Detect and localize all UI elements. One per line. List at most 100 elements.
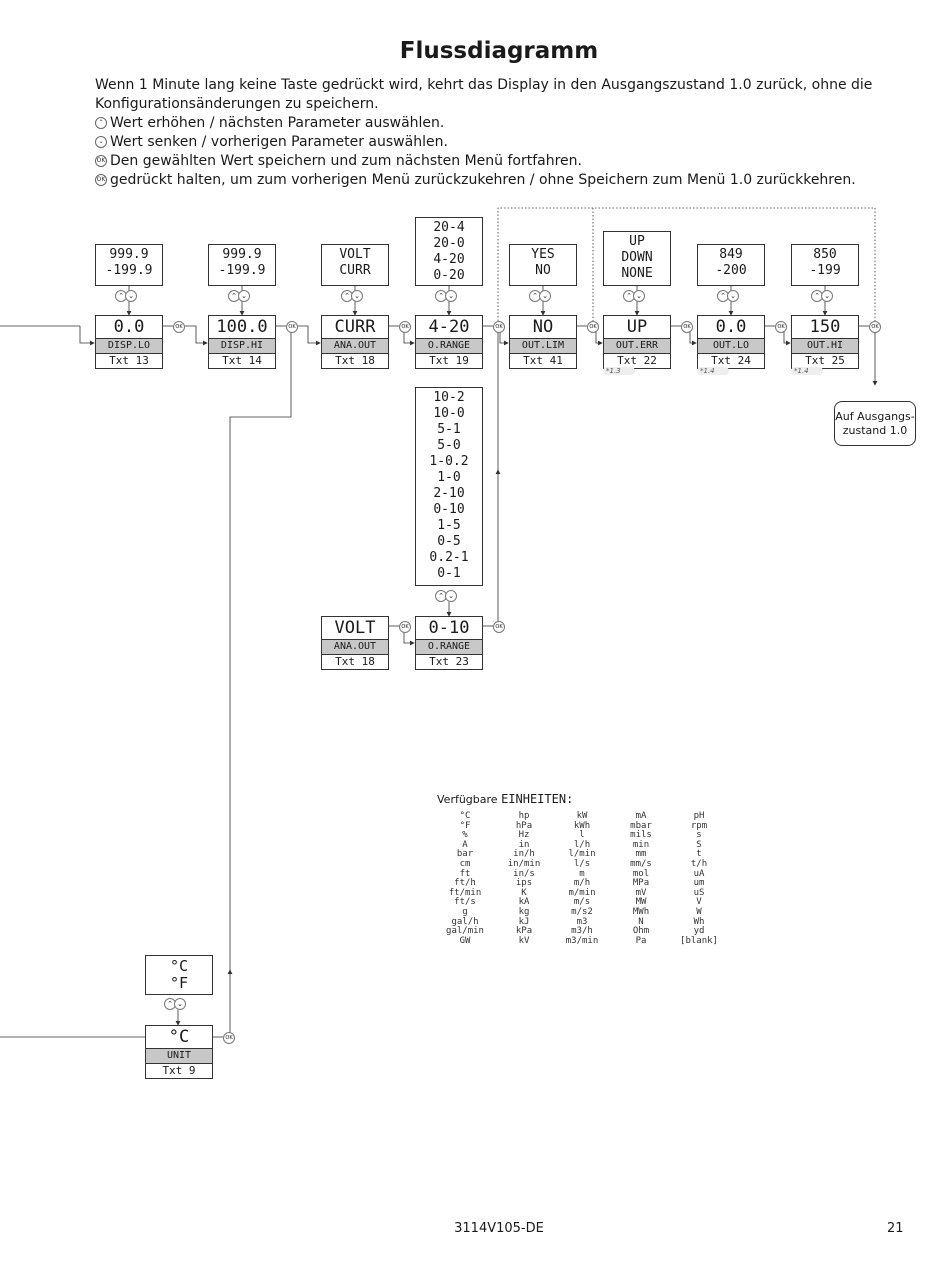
option-value: 5-0 bbox=[437, 438, 461, 453]
page-number: 21 bbox=[887, 1221, 904, 1236]
ok-button-icon[interactable]: OK bbox=[775, 321, 787, 333]
note-out-err: *1.3 bbox=[603, 367, 635, 375]
unit-item: m/min bbox=[568, 887, 596, 898]
display-o-range-volt: 0-10 O.RANGE Txt 23 bbox=[415, 616, 483, 670]
unit-item: in/min bbox=[507, 858, 541, 869]
option-value: NO bbox=[535, 263, 551, 278]
display-value: UP bbox=[603, 315, 671, 338]
display-value: 0-10 bbox=[415, 616, 483, 639]
display-txt: Txt 24 bbox=[697, 353, 765, 369]
option-value: 1-0 bbox=[437, 470, 461, 485]
unit-item: mm bbox=[635, 849, 647, 860]
down-arrow-button-icon[interactable]: ⌄ bbox=[727, 290, 739, 302]
unit-item: ft/h bbox=[454, 878, 476, 889]
ok-button-icon[interactable]: OK bbox=[286, 321, 298, 333]
ok-button-icon[interactable]: OK bbox=[493, 321, 505, 333]
intro-line-3: Wert erhöhen / nächsten Parameter auswäh… bbox=[110, 115, 445, 131]
option-value: VOLT bbox=[339, 247, 371, 262]
option-value: 5-1 bbox=[437, 422, 461, 437]
display-txt: Txt 41 bbox=[509, 353, 577, 369]
option-value: NONE bbox=[621, 266, 653, 281]
up-down-buttons[interactable]: ⌃⌄ bbox=[717, 290, 739, 302]
unit-item: mV bbox=[635, 887, 647, 898]
display-txt: Txt 14 bbox=[208, 353, 276, 369]
unit-item: °F bbox=[459, 820, 471, 831]
option-value: 999.9 bbox=[109, 247, 149, 262]
down-arrow-button-icon[interactable]: ⌄ bbox=[125, 290, 137, 302]
options-o-range-volt: 10-2 10-0 5-1 5-0 1-0.2 1-0 2-10 0-10 1-… bbox=[415, 387, 483, 586]
up-down-buttons[interactable]: ⌃⌄ bbox=[164, 998, 186, 1010]
unit-item: kPa bbox=[515, 926, 533, 937]
display-name: OUT.HI bbox=[791, 338, 859, 353]
down-arrow-button-icon[interactable]: ⌄ bbox=[539, 290, 551, 302]
note-out-hi: *1.4 bbox=[791, 367, 823, 375]
options-out-hi: 850 -199 bbox=[791, 244, 859, 286]
unit-item: in bbox=[518, 839, 530, 850]
down-arrow-button-icon[interactable]: ⌄ bbox=[351, 290, 363, 302]
down-arrow-button-icon[interactable]: ⌄ bbox=[445, 290, 457, 302]
display-txt: Txt 18 bbox=[321, 353, 389, 369]
up-down-buttons[interactable]: ⌃⌄ bbox=[435, 590, 457, 602]
ok-button-icon[interactable]: OK bbox=[587, 321, 599, 333]
option-value: 0-5 bbox=[437, 534, 461, 549]
unit-item: m/s2 bbox=[571, 906, 593, 917]
up-down-buttons[interactable]: ⌃⌄ bbox=[623, 290, 645, 302]
unit-item: um bbox=[693, 878, 705, 889]
down-arrow-button-icon[interactable]: ⌄ bbox=[633, 290, 645, 302]
down-arrow-button-icon[interactable]: ⌄ bbox=[174, 998, 186, 1010]
up-down-buttons[interactable]: ⌃⌄ bbox=[811, 290, 833, 302]
up-down-buttons[interactable]: ⌃⌄ bbox=[435, 290, 457, 302]
display-name: DISP.HI bbox=[208, 338, 276, 353]
option-value: 20-4 bbox=[433, 220, 465, 235]
up-down-buttons[interactable]: ⌃⌄ bbox=[228, 290, 250, 302]
unit-item: °C bbox=[459, 811, 471, 821]
unit-item: mils bbox=[630, 830, 652, 841]
unit-item: V bbox=[696, 897, 702, 908]
options-out-lim: YES NO bbox=[509, 244, 577, 286]
unit-item: kWh bbox=[573, 820, 591, 831]
option-value: 10-0 bbox=[433, 406, 465, 421]
ok-button-icon[interactable]: OK bbox=[869, 321, 881, 333]
display-txt: Txt 23 bbox=[415, 654, 483, 670]
options-disp-lo: 999.9 -199.9 bbox=[95, 244, 163, 286]
unit-item: uS bbox=[693, 887, 705, 898]
unit-item: g bbox=[462, 906, 468, 917]
unit-item: mA bbox=[635, 811, 647, 821]
ok-button-icon: OK bbox=[95, 155, 107, 167]
up-arrow-button-icon[interactable]: ⌃ bbox=[435, 290, 447, 302]
unit-item: mbar bbox=[630, 820, 652, 831]
unit-item: cm bbox=[459, 858, 471, 869]
display-value: VOLT bbox=[321, 616, 389, 639]
option-value: 849 bbox=[719, 247, 743, 262]
ok-button-icon[interactable]: OK bbox=[223, 1032, 235, 1044]
display-value: 0.0 bbox=[697, 315, 765, 338]
ok-button-icon[interactable]: OK bbox=[399, 621, 411, 633]
options-out-err: UP DOWN NONE bbox=[603, 231, 671, 286]
ok-button-icon[interactable]: OK bbox=[399, 321, 411, 333]
unit-item: Ohm bbox=[632, 926, 650, 937]
options-ana-out: VOLT CURR bbox=[321, 244, 389, 286]
ok-button-icon[interactable]: OK bbox=[493, 621, 505, 633]
options-out-lo: 849 -200 bbox=[697, 244, 765, 286]
unit-item: ft/min bbox=[448, 887, 482, 898]
up-down-buttons[interactable]: ⌃⌄ bbox=[115, 290, 137, 302]
ok-button-icon[interactable]: OK bbox=[681, 321, 693, 333]
up-down-buttons[interactable]: ⌃⌄ bbox=[529, 290, 551, 302]
display-name: DISP.LO bbox=[95, 338, 163, 353]
option-value: 20-0 bbox=[433, 236, 465, 251]
display-txt: Txt 9 bbox=[145, 1063, 213, 1079]
display-value: 150 bbox=[791, 315, 859, 338]
down-arrow-button-icon[interactable]: ⌄ bbox=[238, 290, 250, 302]
unit-item: min bbox=[632, 839, 650, 850]
ok-button-icon[interactable]: OK bbox=[173, 321, 185, 333]
unit-item: MPa bbox=[632, 878, 650, 889]
up-down-buttons[interactable]: ⌃⌄ bbox=[341, 290, 363, 302]
down-arrow-button-icon[interactable]: ⌄ bbox=[445, 590, 457, 602]
display-o-range: 4-20 O.RANGE Txt 19 bbox=[415, 315, 483, 369]
document-code: 3114V105-DE bbox=[454, 1221, 544, 1236]
down-arrow-button-icon[interactable]: ⌄ bbox=[821, 290, 833, 302]
